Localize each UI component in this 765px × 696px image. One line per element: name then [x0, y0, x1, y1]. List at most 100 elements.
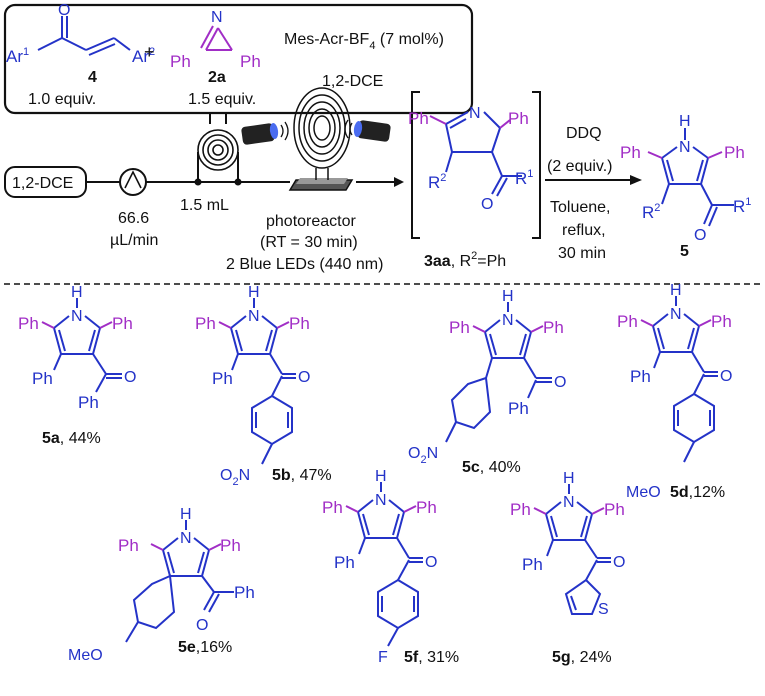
enone-oxygen: O [58, 2, 70, 19]
enone-equiv: 1.0 equiv. [28, 91, 96, 108]
blue-led-icon [344, 119, 391, 142]
compound-5a-n: N [71, 308, 83, 325]
compound-5b-r2: Ph [212, 369, 233, 388]
compound-5c-ph-left: Ph [449, 318, 470, 337]
light-source: 2 Blue LEDs (440 nm) [226, 256, 383, 273]
compound-5a-r2: Ph [32, 369, 53, 388]
compound-5a-nh: H [71, 284, 83, 301]
compound-5d-para-bond [683, 441, 695, 463]
compound-5d-label: 5d,12% [670, 484, 725, 501]
compound-5d-n: N [670, 306, 682, 323]
enone-label: 4 [88, 69, 97, 86]
intermediate-ph-left: Ph [408, 109, 429, 128]
compound-5e-nh: H [180, 506, 192, 523]
step-time: 30 min [558, 245, 606, 262]
photoreactor-label: photoreactor [266, 213, 357, 230]
compound-5b: H N Ph Ph Ph O O2N 5b, 47% [195, 284, 332, 488]
compound-5d-ph-right: Ph [711, 312, 732, 331]
compound-5b-ph-left: Ph [195, 314, 216, 333]
flow-rate-value: 66.6 [118, 210, 149, 227]
compound-5c-label: 5c, 40% [462, 459, 521, 476]
product-oxygen: O [694, 227, 706, 244]
compound-5c-ph-right: Ph [543, 318, 564, 337]
compound-5e-meo: MeO [68, 647, 103, 664]
pump-icon [119, 168, 147, 196]
compound-5g-ph-left: Ph [510, 500, 531, 519]
azirine-structure [200, 25, 233, 51]
compound-5a-acyl: Ph [78, 393, 99, 412]
compound-5f-oxygen: O [425, 554, 437, 571]
compound-5g: H N Ph Ph Ph O S 5g, 24% [510, 470, 625, 666]
compound-5g-label: 5g, 24% [552, 649, 612, 666]
compound-5g-sulfur: S [598, 601, 609, 618]
product-ph-left: Ph [620, 143, 641, 162]
compound-5d-oxygen: O [720, 368, 732, 385]
compound-5c: H N Ph Ph O Ph O2N 5c, 40% [408, 288, 566, 476]
compound-5b-oxygen: O [298, 369, 310, 386]
product-nh-h: H [679, 113, 691, 130]
product-label: 5 [680, 243, 689, 260]
flow-arrowhead [394, 177, 404, 187]
compound-5f-n: N [375, 492, 387, 509]
coil-volume: 1.5 mL [180, 197, 229, 214]
intermediate-brackets [411, 91, 541, 239]
compound-5c-aryl-ring [450, 376, 492, 430]
product-r2: R2 [642, 202, 660, 222]
compound-5c-nh: H [502, 288, 514, 305]
step-condition: reflux, [562, 222, 606, 239]
compound-5g-oxygen: O [613, 554, 625, 571]
compound-5d-aryl-ring [673, 392, 715, 444]
intermediate-r1: R1 [515, 168, 533, 188]
compound-5b-label: 5b, 47% [272, 467, 332, 484]
compound-5a-ph-right: Ph [112, 314, 133, 333]
product-ph-right: Ph [724, 143, 745, 162]
compound-5g-r2: Ph [522, 555, 543, 574]
compound-5e-n: N [180, 530, 192, 547]
compound-5f-ph-right: Ph [416, 498, 437, 517]
ddq-reagent: DDQ [566, 125, 602, 142]
compound-5b-ph-right: Ph [289, 314, 310, 333]
azirine-ph-right: Ph [240, 52, 261, 71]
compound-5b-n: N [248, 308, 260, 325]
reaction-solvent: 1,2-DCE [322, 73, 383, 90]
compound-5c-nitro: O2N [408, 445, 438, 466]
intermediate-nitrogen: N [469, 105, 481, 122]
reagent-box [3, 3, 474, 115]
enone-structure [37, 16, 131, 56]
compound-5f-ph-left: Ph [322, 498, 343, 517]
step-solvent: Toluene, [550, 199, 611, 216]
compound-5e-label: 5e,16% [178, 639, 232, 656]
compound-5d-meo: MeO [626, 484, 661, 501]
azirine-equiv: 1.5 equiv. [188, 91, 256, 108]
compound-5g-ring-bond [570, 595, 577, 611]
blue-led-icon [241, 121, 289, 145]
intermediate-ph-right: Ph [508, 109, 529, 128]
enone-ar1: Ar1 [6, 46, 29, 66]
product-r1: R1 [733, 196, 751, 216]
compound-5b-nh: H [248, 284, 260, 301]
compound-5d: H N Ph Ph Ph O MeO 5d,12% [617, 282, 732, 501]
compound-5e-oxygen: O [196, 617, 208, 634]
flow-rate-unit: µL/min [110, 232, 158, 249]
compound-5a-oxygen: O [124, 369, 136, 386]
compound-5e-ph-left: Ph [118, 536, 139, 555]
junction-dot [234, 178, 242, 186]
solvent-reservoir-label: 1,2-DCE [12, 175, 73, 192]
catalyst: Mes-Acr-BF4 (7 mol%) [284, 31, 444, 52]
compound-5f-nh: H [375, 468, 387, 485]
compound-5f-fluoro: F [378, 649, 388, 666]
compound-5e-acyl: Ph [234, 583, 255, 602]
step-arrowhead [630, 175, 642, 185]
enone-ar2: Ar2 [132, 46, 155, 66]
intermediate-r2: R2 [428, 172, 446, 192]
compound-5g-thiophene-ring [564, 578, 602, 615]
compound-5f: H N Ph Ph Ph O F 5f, 31% [322, 468, 459, 666]
solvent-reservoir [4, 166, 87, 198]
compound-5e-para-bond [125, 621, 139, 643]
intermediate-label: 3aa, R2=Ph [424, 250, 506, 270]
compound-5c-para-bond [445, 421, 457, 443]
residence-time: (RT = 30 min) [260, 234, 358, 251]
compound-5e: H N Ph Ph Ph O MeO 5e,16% [68, 506, 255, 664]
compound-5a-ph-left: Ph [18, 314, 39, 333]
ddq-amount: (2 equiv.) [547, 158, 613, 175]
